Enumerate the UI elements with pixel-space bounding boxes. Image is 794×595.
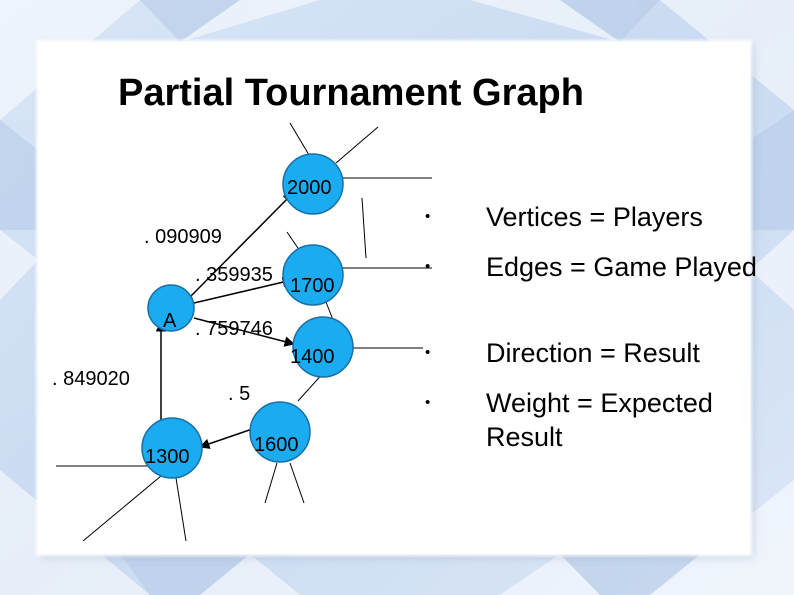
node-1300: [141, 417, 203, 479]
bullet-text: Edges = Game Played: [486, 252, 757, 282]
edge-weights: . 090909 . 359935 . 759746 . 849020 . 5: [52, 226, 273, 405]
node-a: [147, 284, 195, 332]
weight-label-1300-a: . 849020: [52, 368, 130, 390]
bullet-text: Vertices = Players: [486, 202, 703, 232]
bullet-text: Weight = Expected Result: [486, 388, 713, 452]
slide-title: Partial Tournament Graph: [118, 72, 584, 114]
bullet-text: Direction = Result: [486, 338, 700, 368]
node-label-a: A: [163, 310, 177, 332]
node-label-1400: 1400: [290, 346, 335, 368]
node-label-1700: 1700: [290, 275, 335, 297]
node-1600: [249, 401, 311, 463]
bullet-list: • Vertices = Players • Edges = Game Play…: [425, 0, 785, 595]
weight-label-a-1400: . 759746: [195, 318, 273, 340]
bullet-icon: •: [425, 344, 431, 361]
node-labels: 2000 1700 1400 A 1300 1600: [145, 177, 335, 468]
stub-edges: [56, 122, 432, 542]
node-label-1300: 1300: [145, 446, 190, 468]
graph-nodes: [141, 153, 354, 479]
edge-1600-to-1300: [199, 426, 259, 449]
node-2000: [282, 153, 344, 215]
bullet-icon: •: [425, 394, 431, 411]
node-1400: [292, 316, 354, 378]
weight-label-a-2000: . 090909: [144, 226, 222, 248]
node-label-2000: 2000: [287, 177, 332, 199]
node-1700: [282, 244, 344, 306]
edge-a-to-1700: [193, 277, 294, 304]
edge-a-to-1400: [193, 317, 296, 347]
bullet-icon: •: [425, 258, 431, 275]
weight-label-1600-1300: . 5: [228, 383, 250, 405]
edge-a-to-2000: [189, 192, 294, 298]
weight-label-a-1700: . 359935: [195, 264, 273, 286]
node-label-1600: 1600: [254, 434, 299, 456]
bullet-icon: •: [425, 208, 431, 225]
directed-edges: [155, 192, 296, 449]
